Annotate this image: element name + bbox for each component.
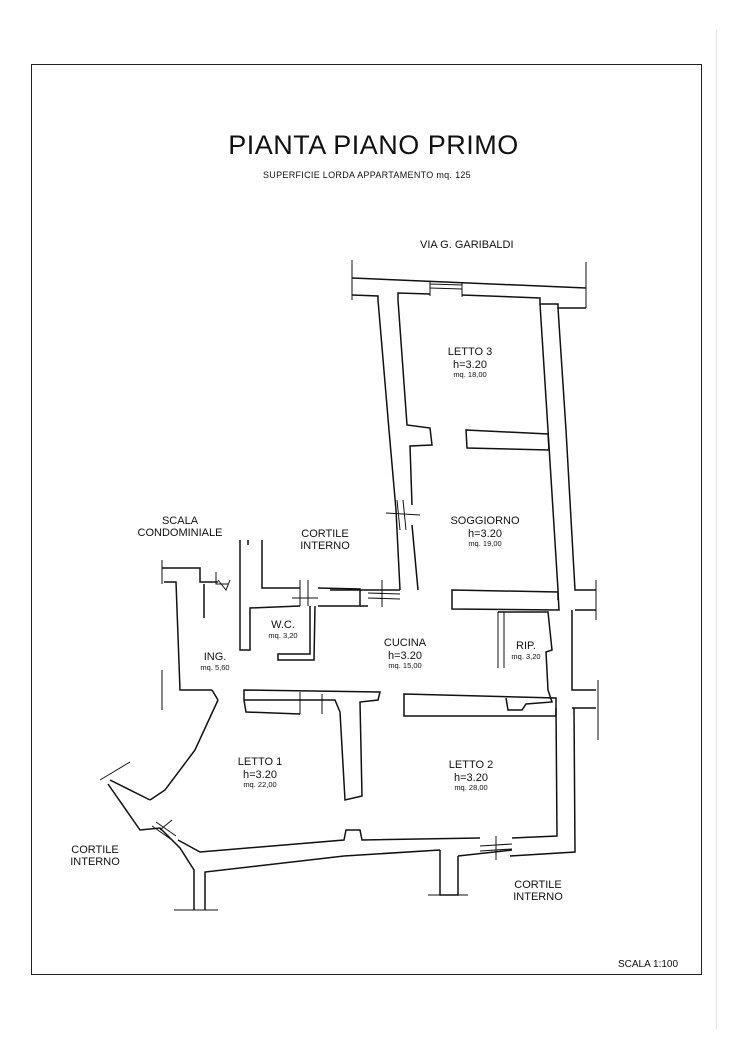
room-area: mq. 15,00 [388, 661, 422, 671]
room-name: RIP. [516, 640, 536, 652]
window-soggiorno [385, 499, 421, 531]
room-height: h=3.20 [243, 768, 277, 781]
label-line: CORTILE [514, 879, 562, 891]
room-rip: RIP. mq. 3,20 [500, 640, 552, 661]
room-area: mq. 28,00 [454, 783, 488, 793]
top-facade [351, 260, 587, 309]
room-name: LETTO 2 [448, 759, 494, 771]
label-line: INTERNO [70, 856, 120, 869]
label-line: CORTILE [71, 844, 119, 856]
wall-letto3-soggiorno [465, 429, 550, 451]
room-letto2: LETTO 2 h=3.20 mq. 28,00 [431, 759, 511, 793]
room-ing: ING. mq. 5,60 [185, 651, 245, 672]
room-name: ING. [203, 651, 227, 663]
window-letto2 [479, 836, 513, 860]
window-cucina [360, 580, 401, 607]
wall-soggiorno-cucina [451, 589, 560, 611]
room-cucina: CUCINA h=3.20 mq. 15,00 [365, 637, 445, 671]
room-name: LETTO 3 [447, 346, 493, 358]
room-area: mq. 19,00 [468, 539, 502, 549]
label-line: INTERNO [513, 891, 563, 904]
right-wall [509, 303, 599, 857]
room-name: LETTO 1 [237, 756, 283, 768]
scale-label: SCALA 1:100 [618, 959, 679, 970]
left-wall-upper [330, 299, 433, 591]
letto1-walls [99, 699, 481, 911]
room-name: SOGGIORNO [450, 515, 520, 527]
room-soggiorno: SOGGIORNO h=3.20 mq. 19,00 [435, 515, 535, 549]
window-letto1 [151, 819, 177, 841]
room-height: h=3.20 [468, 527, 502, 540]
wc-walls [239, 540, 361, 661]
surface-subtitle: SUPERFICIE LORDA APPARTAMENTO mq. 125 [263, 170, 471, 180]
room-area: mq. 22,00 [243, 780, 277, 790]
label-line: CONDOMINIALE [137, 527, 223, 540]
room-area: mq. 3,20 [268, 630, 298, 640]
room-height: h=3.20 [454, 771, 488, 784]
room-wc: W.C. mq. 3,20 [250, 619, 316, 640]
drawing-frame [31, 64, 702, 975]
room-name: CUCINA [383, 637, 427, 649]
label-line: SCALA [161, 515, 199, 527]
page-edge-line [716, 30, 717, 1030]
label-line: CORTILE [301, 528, 349, 540]
label-line: INTERNO [300, 540, 350, 553]
label-scala-condominiale: SCALA CONDOMINIALE [128, 515, 232, 539]
window-letto3 [429, 281, 463, 297]
room-letto3: LETTO 3 h=3.20 mq. 18,00 [430, 346, 510, 380]
room-name: W.C. [271, 619, 295, 631]
room-height: h=3.20 [453, 358, 487, 371]
wall-cucina-letto [243, 689, 557, 801]
label-cortile-interno-bottom: CORTILE INTERNO [503, 879, 573, 903]
label-cortile-interno-top: CORTILE INTERNO [285, 528, 365, 552]
room-area: mq. 3,20 [511, 651, 541, 661]
closet-rip [497, 611, 554, 711]
page-title: PIANTA PIANO PRIMO [228, 130, 519, 160]
street-label: VIA G. GARIBALDI [420, 239, 514, 251]
label-cortile-interno-left: CORTILE INTERNO [60, 844, 130, 868]
room-area: mq. 5,60 [200, 662, 230, 672]
room-height: h=3.20 [388, 649, 422, 662]
entrance-walls [161, 560, 231, 710]
room-area: mq. 18,00 [453, 370, 487, 380]
room-letto1: LETTO 1 h=3.20 mq. 22,00 [220, 756, 300, 790]
bottom-annex [428, 849, 513, 896]
